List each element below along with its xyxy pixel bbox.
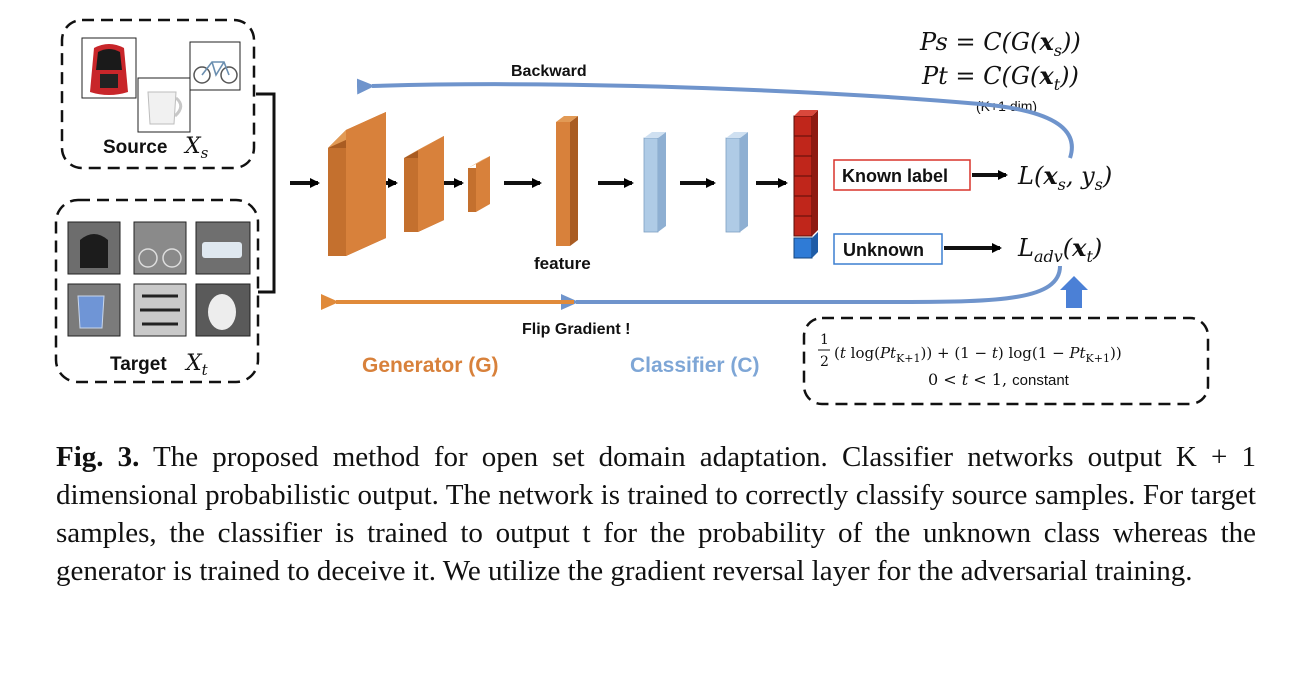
target-image-grid bbox=[67, 221, 251, 337]
target-label: Target bbox=[110, 354, 167, 375]
output-stack bbox=[793, 110, 818, 259]
source-label: Source bbox=[103, 137, 167, 158]
known-label-text: Known label bbox=[842, 166, 948, 186]
adv-formula-line2: 0 < t < 1, constant bbox=[928, 370, 1070, 389]
method-diagram: Source Xs Target Xt bbox=[54, 18, 1210, 406]
adv-frac-denominator: 2 bbox=[820, 354, 829, 370]
caption-text: The proposed method for open set domain … bbox=[56, 441, 1256, 587]
formula-pt: Pt = C(G(xt)) bbox=[921, 61, 1079, 94]
formula-ps: Ps = C(G(xs)) bbox=[919, 27, 1081, 60]
backward-label: Backward bbox=[511, 63, 587, 80]
adv-frac-numerator: 1 bbox=[820, 332, 829, 348]
classifier-network bbox=[643, 132, 748, 233]
known-label-box: Known label bbox=[833, 159, 971, 191]
input-merge-bracket bbox=[256, 92, 276, 294]
generator-network bbox=[328, 112, 578, 256]
unknown-box: Unknown bbox=[833, 233, 943, 265]
unknown-text: Unknown bbox=[843, 240, 924, 260]
classifier-label: Classifier (C) bbox=[630, 354, 760, 377]
target-domain-box: Target Xt bbox=[54, 198, 260, 384]
loss-adv: Ladv(xt) bbox=[1017, 233, 1102, 266]
generator-label: Generator (G) bbox=[362, 354, 499, 377]
adversarial-loss-box: 1 2 (t log(PtK+1)) + (1 − t) log(1 − PtK… bbox=[802, 316, 1210, 406]
unknown-class-unit bbox=[793, 232, 818, 259]
generator-layer-2 bbox=[404, 136, 444, 232]
flip-gradient-label: Flip Gradient ! bbox=[522, 321, 630, 338]
loss-known: L(xs, ys) bbox=[1017, 161, 1112, 194]
classifier-layer-2 bbox=[725, 132, 748, 233]
figure-caption: Fig. 3. The proposed method for open set… bbox=[56, 438, 1256, 590]
generator-layer-3 bbox=[468, 156, 490, 212]
backward-arrow bbox=[356, 78, 1074, 159]
source-domain-box: Source Xs bbox=[60, 18, 256, 170]
source-var: Xs bbox=[183, 134, 209, 162]
flip-gradient-arrow bbox=[561, 265, 1062, 310]
mug-image bbox=[137, 77, 191, 133]
bicycle-image bbox=[189, 41, 241, 91]
generator-layer-1 bbox=[328, 112, 386, 256]
classifier-layer-1 bbox=[643, 132, 666, 233]
feature-layer bbox=[556, 116, 578, 246]
backpack-image bbox=[81, 37, 137, 99]
adv-formula-line1: (t log(PtK+1)) + (1 − t) log(1 − PtK+1)) bbox=[834, 344, 1122, 365]
target-var: Xt bbox=[184, 351, 209, 379]
adv-up-arrow bbox=[1060, 276, 1088, 308]
feature-label: feature bbox=[534, 254, 591, 273]
caption-prefix: Fig. 3. bbox=[56, 441, 140, 473]
known-class-units bbox=[793, 110, 818, 237]
